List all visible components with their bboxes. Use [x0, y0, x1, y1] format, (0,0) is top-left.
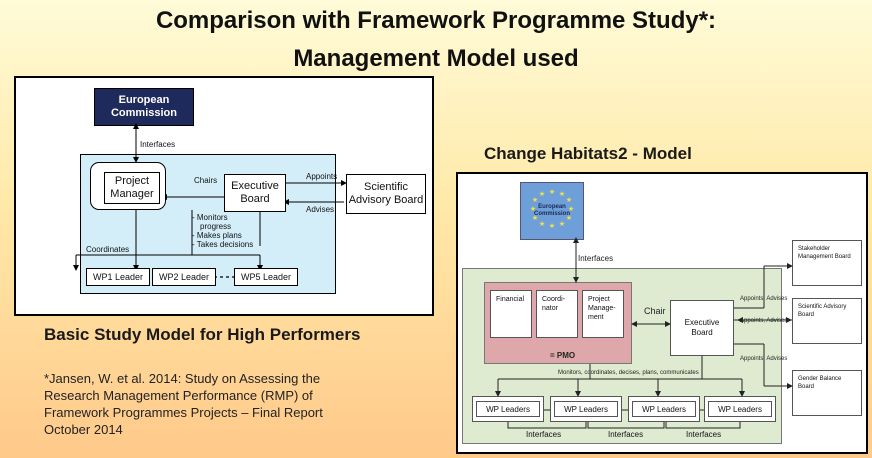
svg-text:★: ★	[539, 220, 545, 228]
wp-interfaces-label-1: Interfaces	[526, 430, 562, 439]
project-management-box: Project Manage-ment	[582, 290, 624, 338]
stakeholder-management-board-box: Stakeholder Management Board	[792, 240, 862, 286]
svg-text:★: ★	[566, 214, 572, 222]
svg-text:★: ★	[566, 196, 572, 204]
board-duties-list: - Monitors progress - Makes plans - Take…	[192, 213, 254, 249]
project-manager-box: Project Manager	[104, 172, 160, 204]
wp-leaders-box-4: WP Leaders	[708, 401, 772, 417]
ec-stars: ★ ★ ★ ★ ★ ★ ★ ★ ★ ★ ★ ★	[530, 188, 574, 230]
left-diagram-caption: Basic Study Model for High Performers	[44, 325, 361, 344]
svg-text:★: ★	[532, 214, 538, 222]
european-commission-box: European Commission	[94, 88, 194, 126]
svg-text:★: ★	[568, 205, 574, 213]
svg-text:★: ★	[559, 190, 565, 198]
svg-text:★: ★	[549, 188, 555, 196]
wp1-leader-box: WP1 Leader	[86, 268, 150, 286]
european-commission-flag	[520, 182, 584, 240]
svg-text:★: ★	[549, 222, 555, 230]
right-diagram-title: Change Habitats2 - Model	[484, 144, 692, 163]
svg-text:★: ★	[530, 205, 536, 213]
change-habitats2-model-diagram: ★ ★ ★ ★ ★ ★ ★ ★ ★ ★ ★ ★ European Commiss…	[456, 172, 868, 454]
svg-text:★: ★	[532, 196, 538, 204]
left-connectors	[73, 123, 347, 278]
svg-text:★: ★	[539, 190, 545, 198]
european-commission-label: European Commission	[533, 204, 570, 217]
executive-board-box: Executive Board	[670, 300, 734, 356]
scientific-advisory-board-box: Scientific Advisory Board	[792, 298, 862, 344]
wp-leaders-box-3: WP Leaders	[632, 401, 696, 417]
european-commission-label: European Commission	[110, 94, 177, 119]
page-title-line2: Management Model used	[293, 45, 579, 72]
wp-interfaces-label-3: Interfaces	[686, 430, 722, 439]
wp2-leader-box: WP2 Leader	[152, 268, 216, 286]
footnote-citation: *Jansen, W. et al. 2014: Study on Assess…	[44, 371, 323, 437]
interfaces-label: Interfaces	[140, 140, 176, 149]
wp-interfaces-label-2: Interfaces	[608, 430, 644, 439]
svg-text:★: ★	[559, 220, 565, 228]
executive-board-box: Executive Board	[224, 174, 286, 212]
coordinates-label: Coordinates	[86, 245, 130, 254]
chair-label: Chair	[644, 306, 666, 316]
wp5-leader-box: WP5 Leader	[234, 268, 298, 286]
advises-label: Advises	[306, 205, 335, 214]
page-title-line1: Comparison with Framework Programme Stud…	[155, 7, 717, 34]
chairs-label: Chairs	[194, 176, 218, 185]
appoints-advises-label-2: Appoints, Advises	[740, 318, 788, 324]
appoints-label: Appoints	[306, 172, 338, 181]
financial-box: Financial	[490, 290, 532, 338]
monitors-label: Monitors, coordinates, decises, plans, c…	[558, 370, 699, 376]
wp-leaders-box-1: WP Leaders	[476, 401, 540, 417]
coordinator-box: Coordi-nator	[536, 290, 578, 338]
scientific-advisory-board-box: Scientific Advisory Board	[346, 174, 426, 214]
basic-study-model-diagram: European Commission	[14, 76, 434, 316]
right-connectors	[495, 237, 793, 429]
pmo-label: = PMO	[550, 351, 576, 360]
wp-leaders-box-2: WP Leaders	[554, 401, 618, 417]
interfaces-label: Interfaces	[578, 254, 614, 263]
gender-balance-board-box: Gender Balance Board	[792, 370, 862, 416]
